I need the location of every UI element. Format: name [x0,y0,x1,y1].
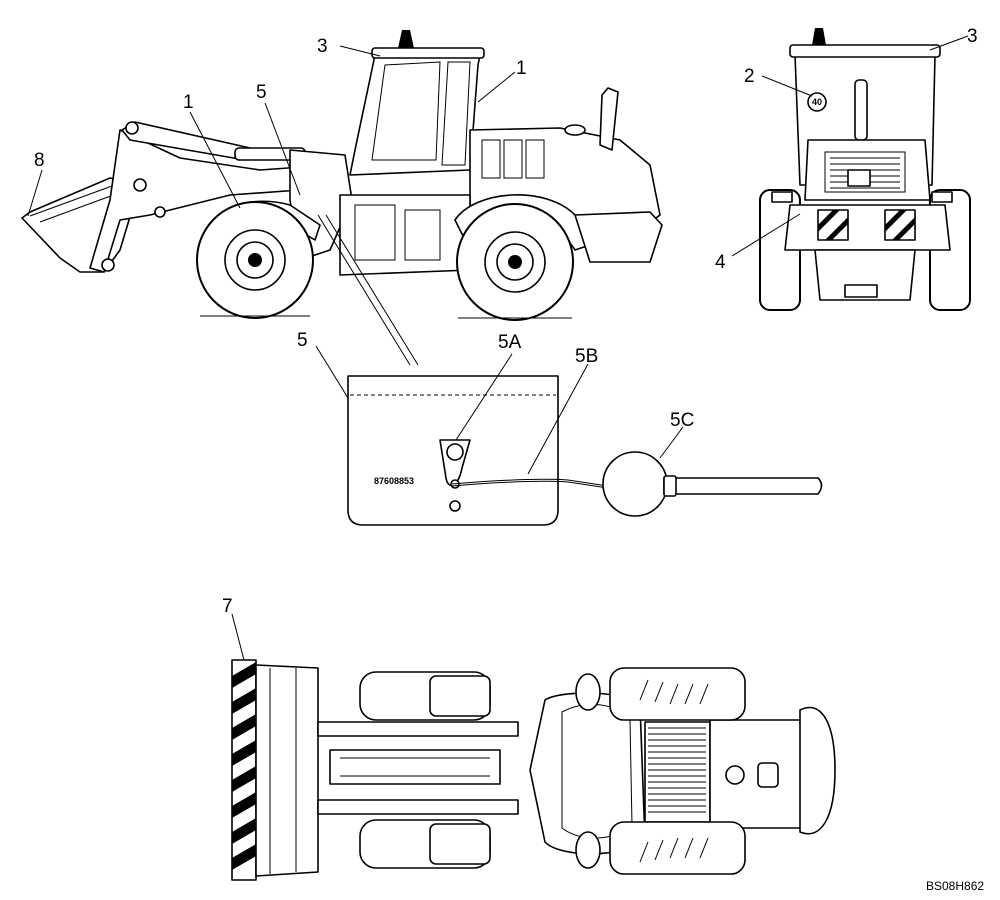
top-view-loader [231,659,836,881]
detail-plate-5: 87608853 [347,375,823,526]
engine-grille-lines [648,727,706,813]
callout-1-cab: 1 [516,58,527,79]
side-view-callouts: 3 1 1 5 8 [27,36,527,366]
drawing-reference-number: BS08H862 [926,879,984,893]
callout-3-rear: 3 [967,26,978,47]
callout-5b: 5B [575,346,598,367]
callout-5a: 5A [498,332,522,353]
detail-callouts: 5 5A 5B 5C [297,330,694,475]
top-view-callouts: 7 [222,596,245,661]
bucket-hazard-stripes [232,662,256,870]
callout-7: 7 [222,596,233,617]
callout-2: 2 [744,66,755,87]
callout-1-fender: 1 [183,92,194,113]
rear-tire-treads [639,679,709,863]
callout-5-detail: 5 [297,330,308,351]
callout-5c: 5C [670,410,694,431]
callout-3-side: 3 [317,36,328,57]
callout-4: 4 [715,252,726,273]
plate-part-number: 87608853 [374,476,414,486]
callout-5-side: 5 [256,82,267,103]
rear-view-loader: 40 [759,28,971,311]
rear-view-callouts: 3 2 4 [715,26,978,273]
speed-sign-text: 40 [812,97,822,107]
callout-8: 8 [34,150,45,171]
side-view-loader [21,30,663,321]
